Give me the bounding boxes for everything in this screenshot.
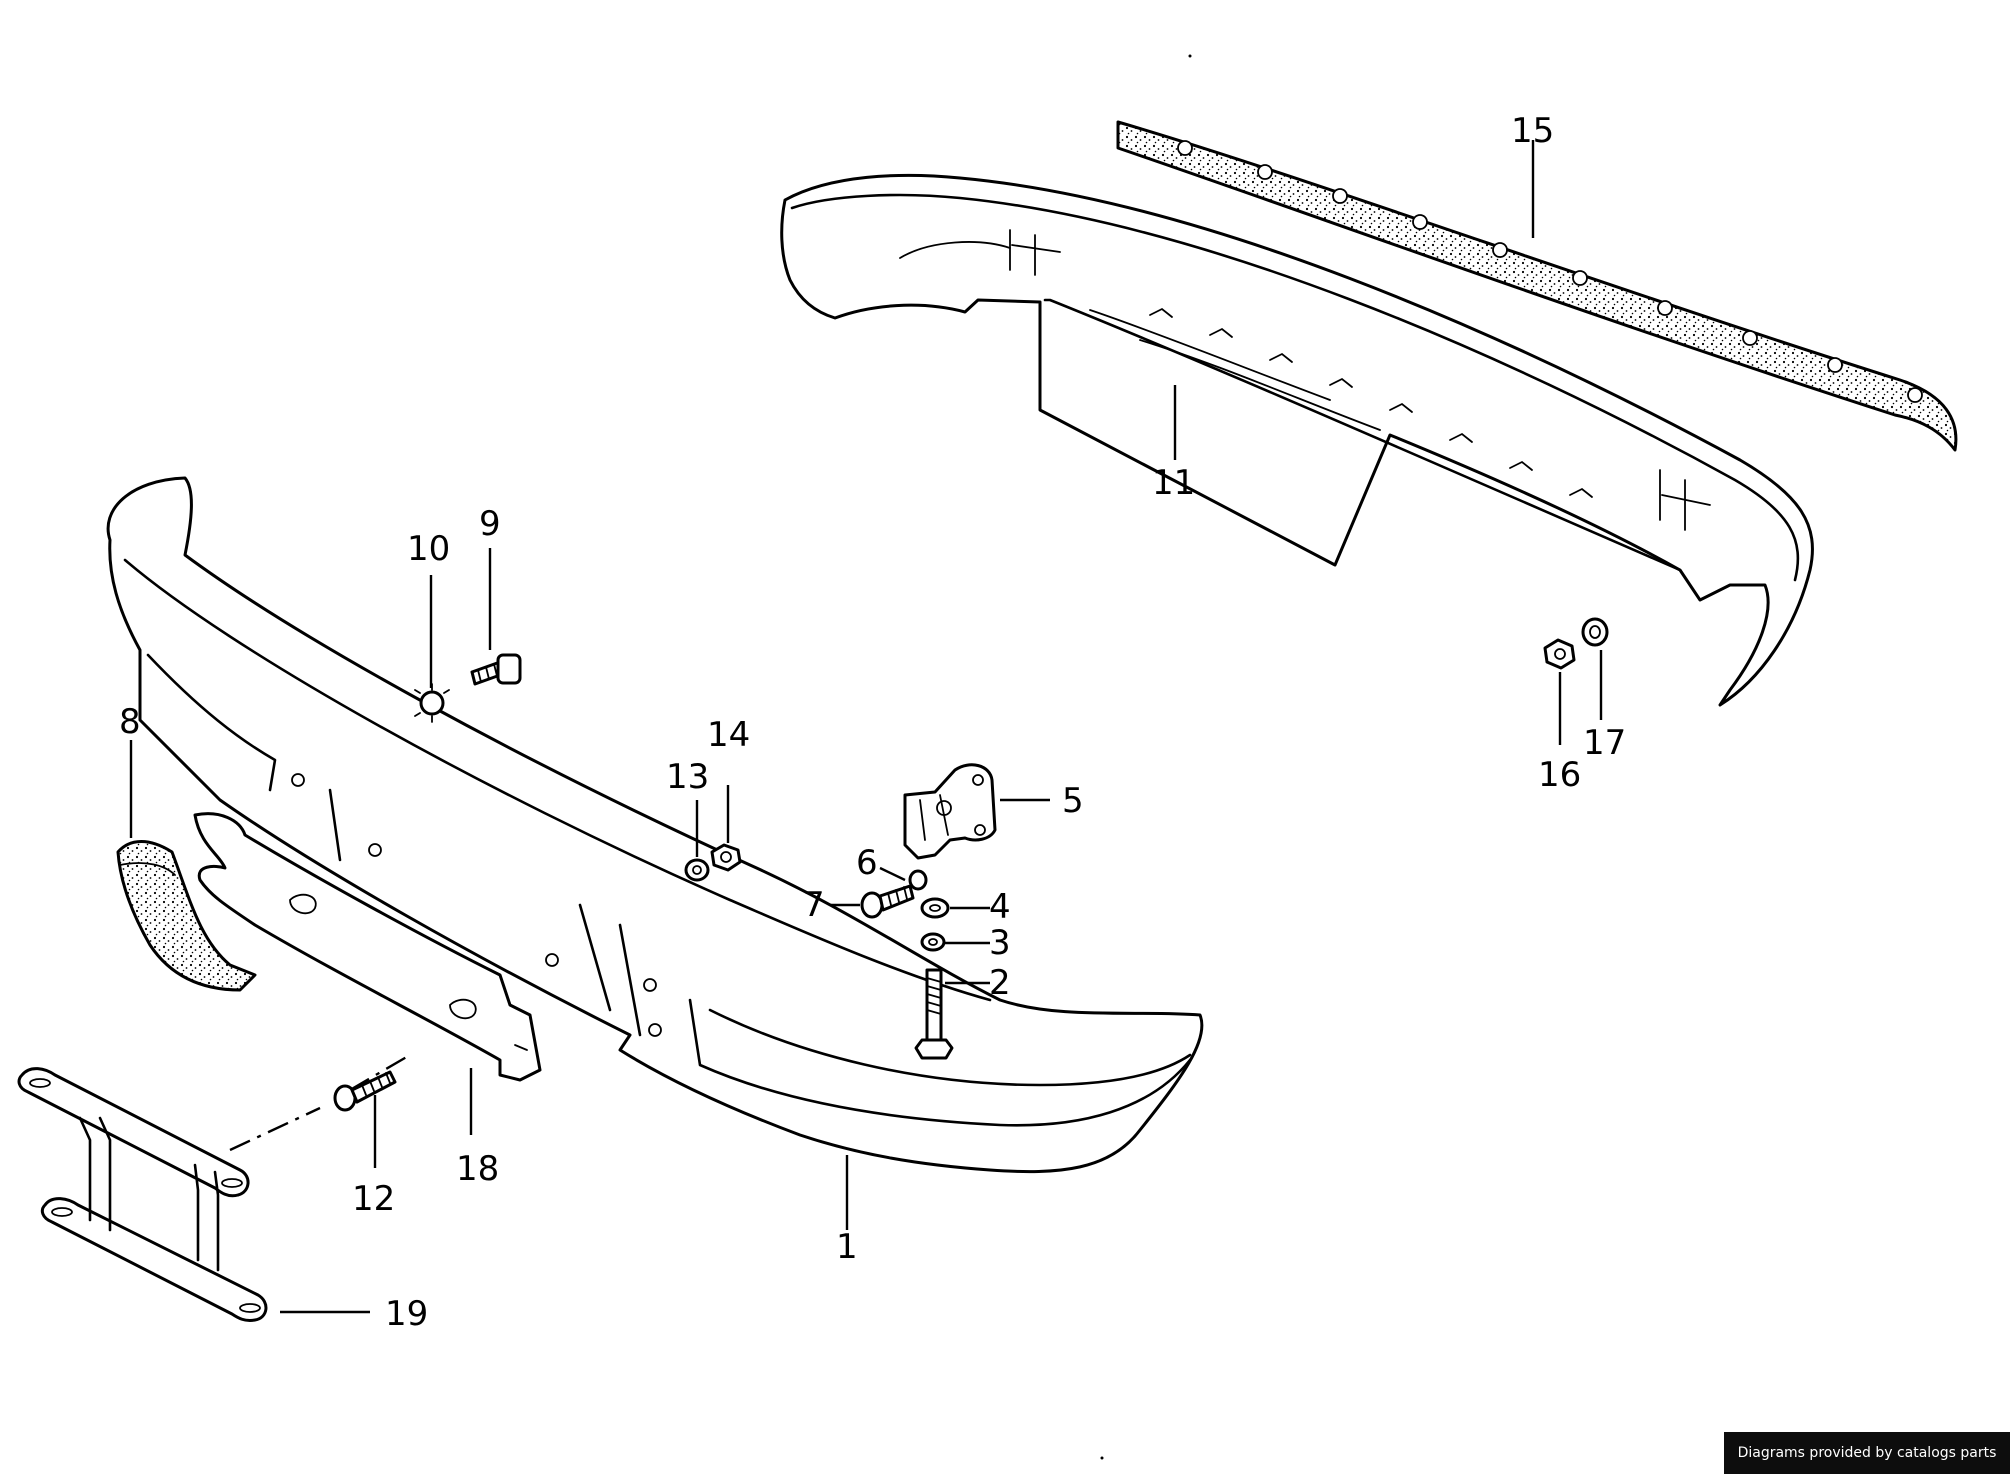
plate-holder — [17, 1067, 268, 1322]
rear-rubber-strip — [1116, 120, 1958, 452]
callout-14: 14 — [707, 715, 750, 755]
callout-13: 13 — [666, 757, 709, 797]
callout-labels: 1 2 3 4 5 6 7 8 9 10 11 12 13 14 15 16 1… — [119, 111, 1626, 1334]
lock-washer-3 — [920, 932, 946, 952]
callout-17: 17 — [1583, 723, 1626, 763]
callout-3: 3 — [989, 923, 1011, 963]
callout-19: 19 — [385, 1294, 428, 1334]
lock-washer-10 — [414, 683, 450, 723]
callout-11: 11 — [1152, 463, 1195, 503]
washer-13 — [684, 858, 710, 882]
callout-8: 8 — [119, 702, 141, 742]
callout-6: 6 — [856, 843, 878, 883]
washer-17 — [1581, 617, 1609, 647]
callout-16: 16 — [1538, 755, 1581, 795]
bolt-9 — [470, 653, 522, 686]
callout-2: 2 — [989, 963, 1011, 1003]
washer-4 — [920, 897, 950, 919]
credit-banner: Diagrams provided by catalogs parts — [1724, 1432, 2010, 1474]
rear-bumper — [780, 173, 1814, 707]
callout-12: 12 — [352, 1179, 395, 1219]
mount-bracket-5 — [903, 763, 997, 860]
bolt-7 — [860, 884, 915, 919]
washer-6 — [908, 869, 928, 891]
callout-1: 1 — [836, 1227, 858, 1267]
callout-4: 4 — [989, 887, 1011, 927]
nut-16 — [1543, 638, 1576, 670]
callout-7: 7 — [803, 885, 825, 925]
bumper-bracket — [193, 812, 542, 1082]
front-bumper — [106, 476, 1204, 1174]
bumper-guard — [116, 840, 257, 992]
nut-14 — [710, 843, 742, 872]
callout-9: 9 — [479, 504, 501, 544]
plate-screw — [333, 1070, 397, 1112]
callout-15: 15 — [1511, 111, 1554, 151]
callout-10: 10 — [407, 529, 450, 569]
leader-lines — [129, 140, 1603, 1314]
callout-18: 18 — [456, 1149, 499, 1189]
callout-5: 5 — [1062, 781, 1084, 821]
bolt-2 — [914, 968, 954, 1060]
